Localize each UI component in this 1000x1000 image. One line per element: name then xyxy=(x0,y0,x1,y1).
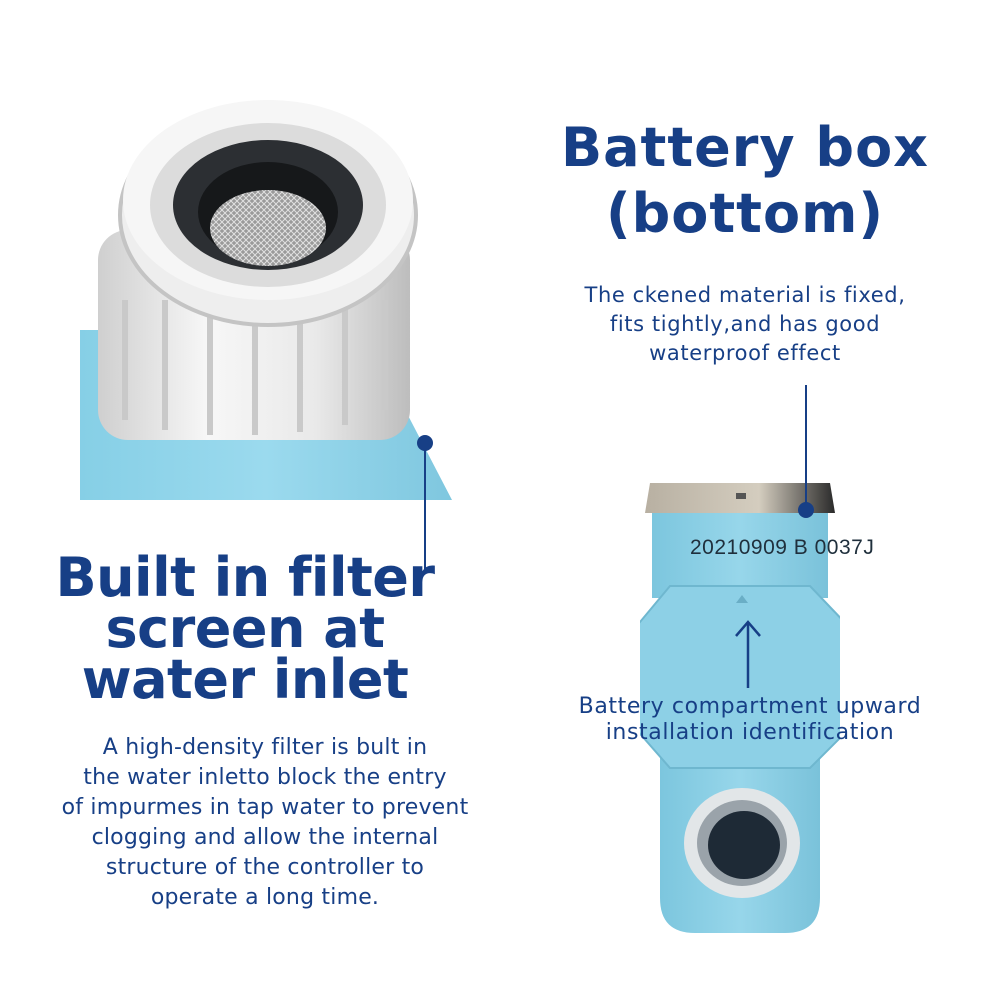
battery-callout-dot xyxy=(798,502,814,518)
filter-heading-line: screen at xyxy=(105,597,385,660)
filter-description-line: the water inletto block the entry xyxy=(83,765,447,790)
filter-callout-dot xyxy=(417,435,433,451)
device-serial-code: 20210909 B 0037J xyxy=(690,536,875,559)
filter-description-line: of impurmes in tap water to prevent xyxy=(61,795,469,820)
filter-heading-line: water inlet xyxy=(81,648,409,711)
battery-callout-line xyxy=(805,385,807,510)
compartment-label: Battery compartment upward installation … xyxy=(548,694,952,746)
inlet-fitting-photo xyxy=(80,100,452,500)
battery-heading: Battery box (bottom) xyxy=(545,115,945,247)
filter-description: A high-density filter is bult in the wat… xyxy=(15,733,515,913)
battery-heading-line: (bottom) xyxy=(605,182,885,245)
battery-description-line: waterproof effect xyxy=(649,341,841,365)
battery-description-line: fits tightly,and has good xyxy=(609,312,881,336)
filter-heading: Built in filter screen at water inlet xyxy=(30,546,460,711)
battery-description-line: The ckened material is fixed, xyxy=(584,283,906,307)
filter-heading-line: Built in filter xyxy=(55,546,435,609)
battery-description: The ckened material is fixed, fits tight… xyxy=(545,281,945,368)
up-arrow-icon xyxy=(735,620,761,688)
filter-description-line: A high-density filter is bult in xyxy=(102,735,428,760)
battery-heading-line: Battery box xyxy=(560,116,930,179)
filter-callout-line xyxy=(424,443,426,571)
battery-box-photo xyxy=(640,483,840,933)
filter-description-line: structure of the controller to xyxy=(105,855,425,880)
filter-description-line: clogging and allow the internal xyxy=(91,825,439,850)
compartment-label-line: Battery compartment upward xyxy=(578,694,922,719)
filter-description-line: operate a long time. xyxy=(150,885,380,910)
compartment-label-line: installation identification xyxy=(605,720,895,745)
